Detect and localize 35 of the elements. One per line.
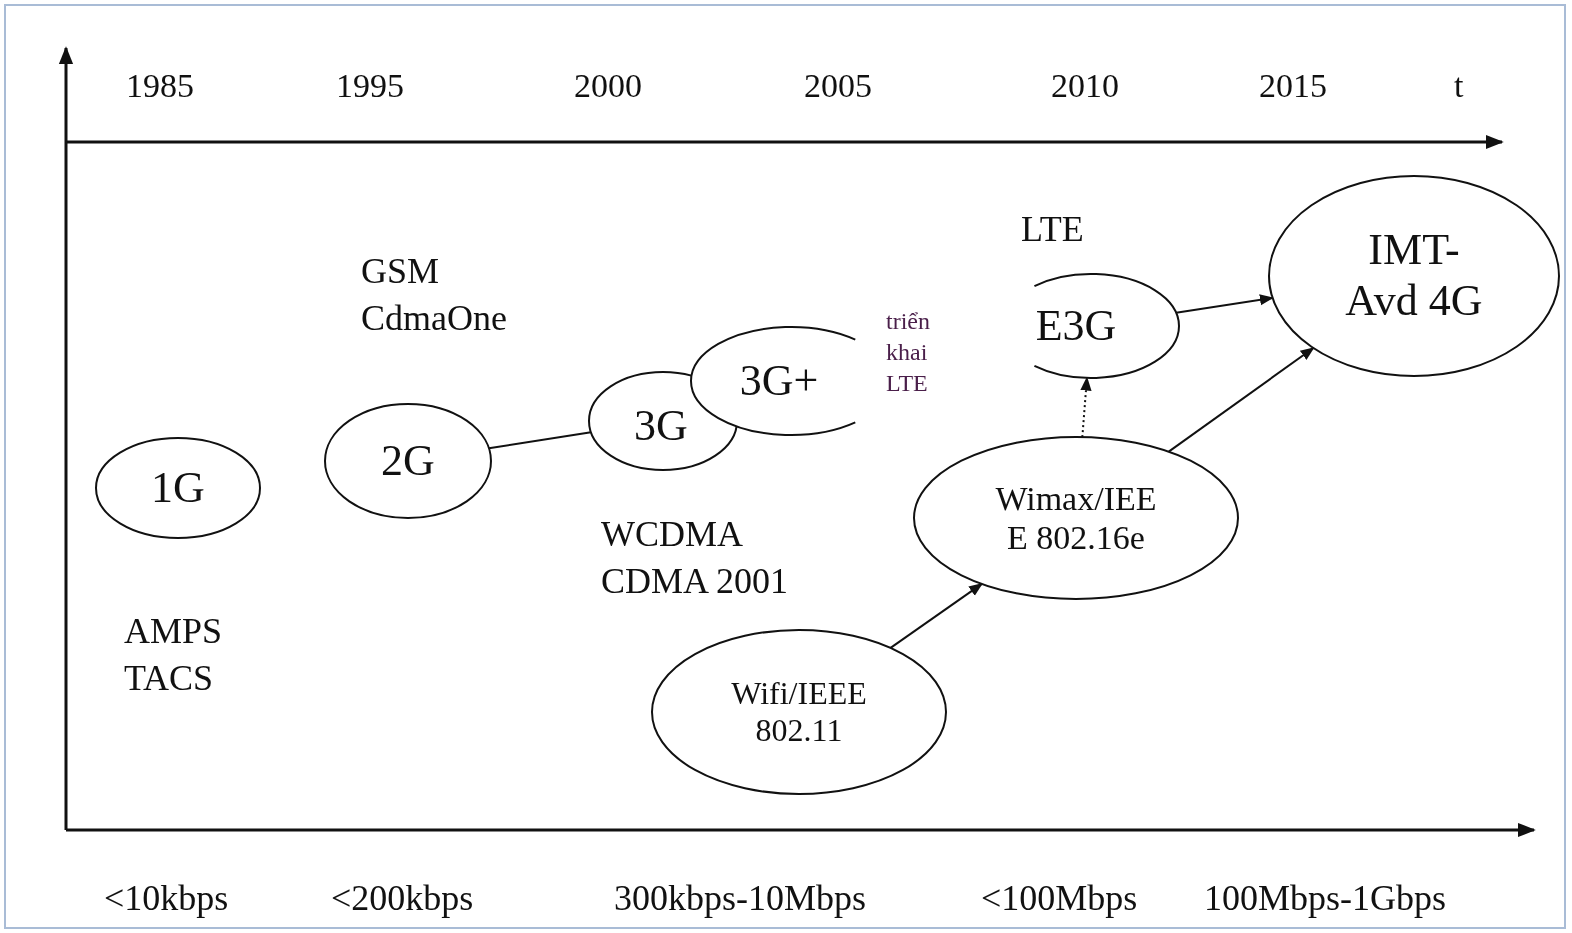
ellipse [323,402,493,520]
ellipse [1267,174,1561,378]
axis-tick-label: 2005 [804,66,872,106]
technology-label: LTE [1021,208,1085,251]
arrow [1175,294,1274,314]
data-rate-label: 100Mbps-1Gbps [1204,878,1446,920]
node-label: IMT-Avd 4G [1344,225,1484,327]
axis-tick-label: 2015 [1259,66,1327,106]
technology-label: GSM CdmaOne [361,250,508,340]
ellipse [912,435,1240,601]
data-rate-label: <10kbps [104,878,229,920]
ellipse [650,628,948,796]
node-label: 2G [380,435,436,487]
arrow [889,582,983,649]
node-label: E3G [1034,300,1118,352]
node-label: 1G [150,462,206,514]
node-label: 3G+ [738,355,820,407]
arrow [1167,347,1315,453]
data-rate-label: 300kbps-10Mbps [614,878,867,920]
ellipse [94,436,262,540]
node-label: Wimax/IEE E 802.16e [994,478,1158,558]
axis-tick-label: t [1454,66,1464,106]
data-rate-label: <200kbps [331,878,474,920]
axis-tick-label: 1985 [126,66,194,106]
connector-line [487,431,592,450]
axis-tick-label: 2000 [574,66,642,106]
axis-tick-label: 2010 [1051,66,1119,106]
dotted-arrow [1080,376,1092,439]
technology-label: triển khai LTE [886,307,931,399]
data-rate-label: <100Mbps [981,878,1138,920]
node-label: Wifi/IEEE 802.11 [730,675,868,749]
node-label: 3G [633,400,689,452]
axis-tick-label: 1995 [336,66,404,106]
technology-label: WCDMA CDMA 2001 [601,513,790,603]
technology-label: AMPS TACS [124,610,224,700]
